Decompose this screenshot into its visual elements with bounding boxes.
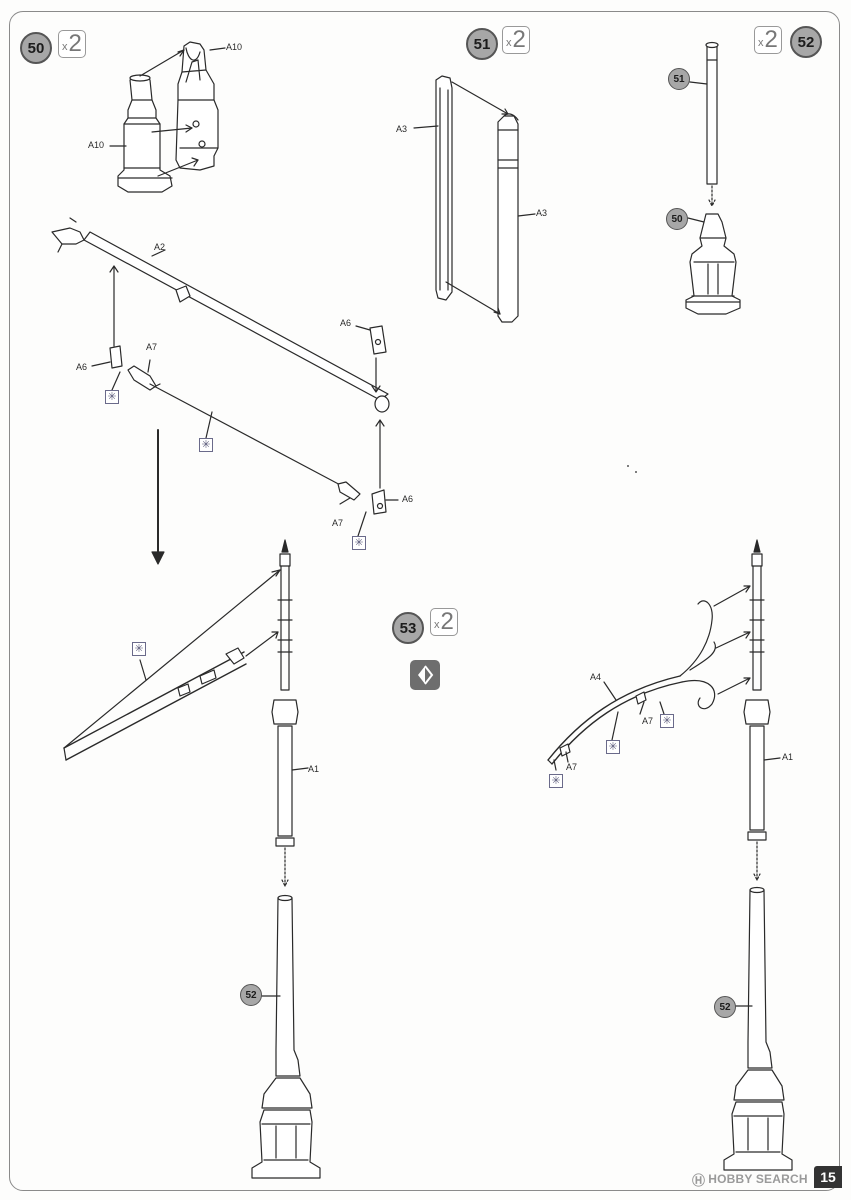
label-a7-right-1: A7	[642, 716, 654, 726]
quantity-value: 2	[440, 608, 454, 635]
glue-icon: ✳	[199, 438, 213, 452]
speck	[635, 471, 637, 473]
ref-51-badge: 51	[668, 68, 690, 90]
flip-icon	[418, 665, 434, 685]
label-a4: A4	[590, 672, 602, 682]
watermark-text: HOBBY SEARCH	[708, 1172, 808, 1186]
step50-lamp-base	[109, 41, 226, 193]
step53-right-pole	[547, 539, 793, 1171]
glue-icon: ✳	[549, 774, 563, 788]
glue-icon: ✳	[606, 740, 620, 754]
times-sign: x	[506, 37, 512, 49]
assembly-arrow	[151, 429, 165, 565]
step-50-badge: 50	[20, 32, 52, 64]
step53-left-pole	[63, 539, 321, 1179]
crossarm-a2	[51, 217, 399, 537]
step-51-badge: 51	[466, 28, 498, 60]
label-a6-right: A6	[340, 318, 352, 328]
quantity-value: 2	[512, 26, 526, 53]
page-number: 15	[814, 1166, 842, 1188]
label-a7-left: A7	[146, 342, 158, 352]
glue-icon: ✳	[105, 390, 119, 404]
glue-icon: ✳	[660, 714, 674, 728]
step-53-badge: 53	[392, 612, 424, 644]
glue-icon: ✳	[132, 642, 146, 656]
speck	[627, 465, 629, 467]
step-52-badge: 52	[790, 26, 822, 58]
hobbysearch-logo-icon: Ⓗ	[692, 1172, 706, 1188]
label-a10-top: A10	[226, 42, 243, 52]
quantity-value: 2	[68, 30, 82, 57]
label-a7-bottom: A7	[332, 518, 344, 528]
step51-tube-halves	[413, 75, 536, 323]
ref-52-badge-left: 52	[240, 984, 262, 1006]
glue-icon: ✳	[352, 536, 366, 550]
ref-50-badge: 50	[666, 208, 688, 230]
ref-52-badge-right: 52	[714, 996, 736, 1018]
label-a7-right-2: A7	[566, 762, 578, 772]
label-a3-left: A3	[396, 124, 408, 134]
page-border	[9, 11, 840, 1191]
label-a3-right: A3	[536, 208, 548, 218]
step52-pole	[685, 41, 741, 315]
label-a2: A2	[154, 242, 166, 252]
watermark: Ⓗ HOBBY SEARCH	[692, 1170, 808, 1188]
times-sign: x	[62, 41, 68, 53]
times-sign: x	[758, 37, 764, 49]
label-a1-right: A1	[782, 752, 794, 762]
symmetry-icon	[410, 660, 440, 690]
times-sign: x	[434, 619, 440, 631]
label-a6-bottom: A6	[402, 494, 414, 504]
label-a6-left: A6	[76, 362, 88, 372]
quantity-value: 2	[764, 26, 778, 53]
label-a10-left: A10	[88, 140, 105, 150]
label-a1-left: A1	[308, 764, 320, 774]
